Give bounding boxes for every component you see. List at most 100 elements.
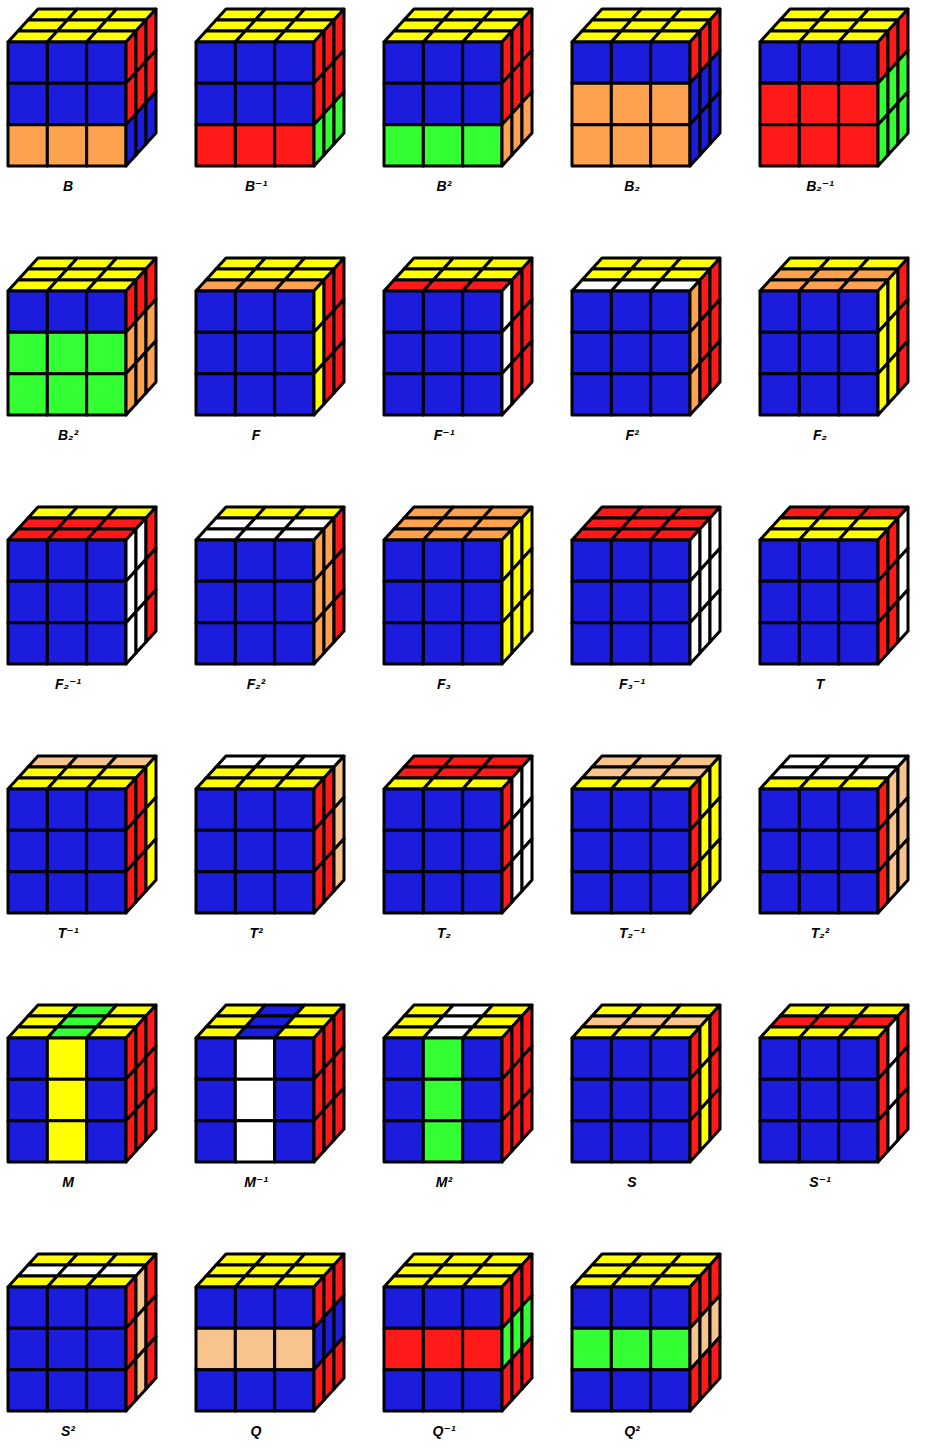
cube-facelet <box>572 332 611 373</box>
cube-facelet <box>275 789 314 830</box>
cube-facelet <box>235 623 274 664</box>
cube-facelet <box>8 830 47 871</box>
cube-facelet <box>760 872 799 913</box>
cube-drawing <box>760 258 908 415</box>
cube-facelet <box>799 1038 838 1079</box>
cube-facelet <box>651 42 690 83</box>
cube-facelet <box>651 1121 690 1162</box>
cube-facelet <box>196 42 235 83</box>
cube-facelet <box>87 83 126 124</box>
cube-facelet <box>235 125 274 166</box>
cube-facelet <box>423 374 462 415</box>
cube-facelet <box>384 42 423 83</box>
cube-facelet <box>146 839 156 891</box>
cube-facelet <box>760 291 799 332</box>
cube-facelet <box>275 1121 314 1162</box>
cube-facelet <box>47 332 86 373</box>
cube-facelet <box>572 125 611 166</box>
cube-facelet <box>839 291 878 332</box>
cube-facelet <box>572 83 611 124</box>
cube-facelet <box>611 83 650 124</box>
cube-facelet <box>146 1337 156 1389</box>
cube-facelet <box>839 332 878 373</box>
cube-drawing <box>760 9 908 166</box>
cube-facelet <box>423 1079 462 1120</box>
move-label: S <box>627 1174 636 1191</box>
cube-facelet <box>47 83 86 124</box>
cube-facelet <box>8 1287 47 1328</box>
cube-facelet <box>898 1088 908 1140</box>
cube-facelet <box>334 839 344 891</box>
cube-facelet <box>463 1370 502 1411</box>
cube-facelet <box>651 830 690 871</box>
cube-facelet <box>839 42 878 83</box>
cube-facelet <box>235 789 274 830</box>
cube-facelet <box>47 1328 86 1369</box>
cube-facelet <box>334 1088 344 1140</box>
cube-drawing <box>572 1254 720 1411</box>
cube-facelet <box>799 623 838 664</box>
cube-facelet <box>611 872 650 913</box>
cube-facelet <box>423 125 462 166</box>
cube-facelet <box>710 1337 720 1389</box>
cube-facelet <box>572 540 611 581</box>
cube-facelet <box>235 1328 274 1369</box>
cube-facelet <box>799 291 838 332</box>
move-label: T₂² <box>811 925 830 942</box>
cube-drawing <box>8 756 156 913</box>
cube-facelet <box>8 83 47 124</box>
cube-drawing <box>384 1254 532 1411</box>
cube-facelet <box>839 540 878 581</box>
cube-facelet <box>87 125 126 166</box>
move-label: B₂² <box>58 427 78 444</box>
move-label: B² <box>437 178 452 195</box>
cube-facelet <box>463 581 502 622</box>
cube-facelet <box>275 1328 314 1369</box>
move-label: B₂ <box>624 178 639 195</box>
cube-facelet <box>611 1370 650 1411</box>
cube-facelet <box>463 1328 502 1369</box>
cube-facelet <box>275 332 314 373</box>
cube-facelet <box>839 1079 878 1120</box>
cube-facelet <box>87 830 126 871</box>
cube-facelet <box>8 623 47 664</box>
cube-facelet <box>87 540 126 581</box>
cube-facelet <box>760 830 799 871</box>
cube-facelet <box>611 1328 650 1369</box>
cube-facelet <box>235 540 274 581</box>
cube-facelet <box>275 1038 314 1079</box>
cube-facelet <box>384 581 423 622</box>
cube-drawing <box>572 507 720 664</box>
move-label: F <box>252 427 261 444</box>
cube-facelet <box>87 1328 126 1369</box>
cube-facelet <box>651 623 690 664</box>
cube-facelet <box>47 789 86 830</box>
cube-facelet <box>799 1079 838 1120</box>
cube-facelet <box>760 125 799 166</box>
cube-facelet <box>235 332 274 373</box>
cube-facelet <box>760 581 799 622</box>
cube-facelet <box>572 1079 611 1120</box>
cube-facelet <box>275 623 314 664</box>
cube-facelet <box>839 374 878 415</box>
cube-facelet <box>710 92 720 144</box>
cube-facelet <box>572 1038 611 1079</box>
cube-facelet <box>275 830 314 871</box>
cube-facelet <box>799 789 838 830</box>
cube-facelet <box>651 1328 690 1369</box>
cube-facelet <box>196 291 235 332</box>
cube-facelet <box>799 125 838 166</box>
cube-facelet <box>87 872 126 913</box>
cube-facelet <box>463 374 502 415</box>
cube-drawing <box>196 1005 344 1162</box>
cube-drawing <box>196 258 344 415</box>
cube-facelet <box>196 581 235 622</box>
cube-drawing <box>384 1005 532 1162</box>
cube-facelet <box>710 1088 720 1140</box>
cube-drawing <box>196 1254 344 1411</box>
cube-facelet <box>760 374 799 415</box>
move-label: M⁻¹ <box>244 1174 268 1191</box>
cube-facelet <box>8 1038 47 1079</box>
cube-facelet <box>522 590 532 642</box>
cube-facelet <box>384 291 423 332</box>
